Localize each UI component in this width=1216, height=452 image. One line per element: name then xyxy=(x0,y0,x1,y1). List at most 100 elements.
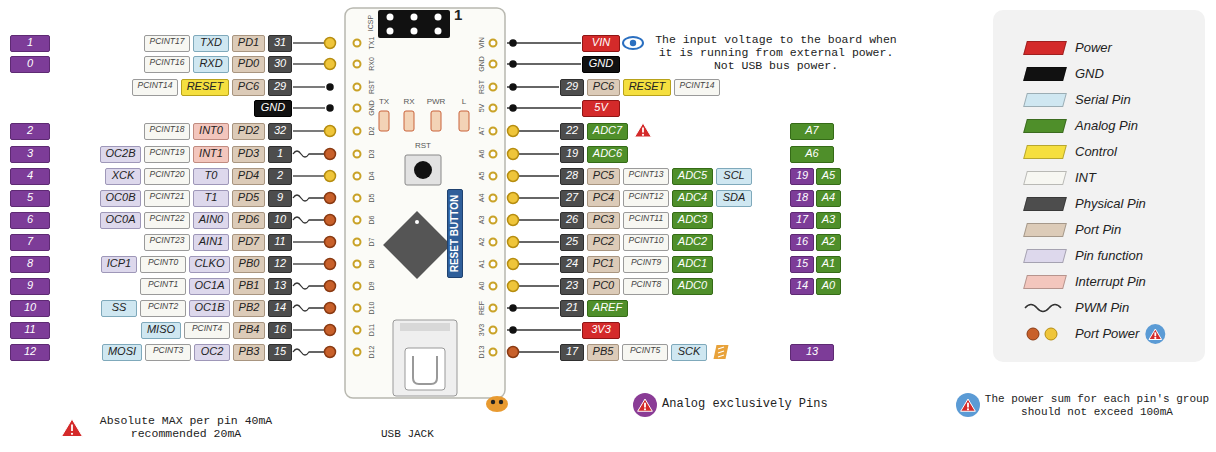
pin-text: 0 xyxy=(27,57,33,69)
note: Analog exclusively Pins xyxy=(662,398,828,411)
physical-pin: 2 xyxy=(268,168,292,185)
pin-text: PCINT14 xyxy=(680,80,715,90)
legend-text: Port Pin xyxy=(1075,222,1121,237)
physical-pin: 15 xyxy=(268,344,292,361)
pin-wire xyxy=(293,86,325,87)
port-pin: PD3 xyxy=(232,146,265,163)
pin-dot xyxy=(325,171,336,182)
pin-text: OC1A xyxy=(195,279,225,291)
analog-pin: A6 xyxy=(790,146,834,163)
board-hole xyxy=(354,349,361,356)
pin-dot xyxy=(325,215,336,226)
board-hole xyxy=(354,283,361,290)
silk-label: TX1 xyxy=(368,37,375,50)
board-hole xyxy=(354,239,361,246)
board-hole xyxy=(490,327,497,334)
pin-wire xyxy=(293,263,325,264)
physical-pin: 13 xyxy=(268,278,292,295)
pin-dot xyxy=(325,149,336,160)
pcint-tag: PCINT18 xyxy=(144,123,190,140)
pin-text: ADC3 xyxy=(678,213,707,225)
arduino-pin-number: 15 xyxy=(790,256,814,273)
port-pin: PB1 xyxy=(233,278,265,295)
analog-pin: ADC6 xyxy=(587,146,628,163)
legend-text: Port Power xyxy=(1075,326,1139,341)
pwm-wire xyxy=(293,195,324,201)
pin-text: RESET xyxy=(629,80,666,92)
serial-pin: SCL xyxy=(716,168,752,185)
legend-text: Analog Pin xyxy=(1075,118,1138,133)
board-hole xyxy=(490,128,497,135)
board-hole xyxy=(490,84,497,91)
pin-text: 29 xyxy=(566,80,578,92)
pin-text: SDA xyxy=(723,191,746,203)
pin-text: SCL xyxy=(723,169,744,181)
power-icon xyxy=(956,393,980,417)
analog-pin: A1 xyxy=(816,256,841,273)
silk-label: D11 xyxy=(368,324,375,336)
board-hole xyxy=(490,105,497,112)
pin-text: 1 xyxy=(27,36,33,48)
arduino-pin-number: 14 xyxy=(790,278,814,295)
board-hole xyxy=(490,349,497,356)
pin-dot xyxy=(325,281,336,292)
pin-text: PCINT13 xyxy=(629,169,664,179)
legend-text: PWM Pin xyxy=(1075,300,1129,315)
eye-icon xyxy=(623,37,643,49)
pin-wire xyxy=(293,42,325,43)
pin-text: PCINT12 xyxy=(629,191,664,201)
pin-text: PD0 xyxy=(238,57,259,69)
pin-text: 15 xyxy=(274,345,286,357)
analog-icon xyxy=(633,393,657,417)
pin-text: 21 xyxy=(566,301,578,313)
pin-text: SCK xyxy=(678,345,701,357)
analog-pin: ADC4 xyxy=(672,190,713,207)
silk-label: D2 xyxy=(368,127,375,136)
pin-dot xyxy=(508,193,519,204)
pin-text: PCINT14 xyxy=(138,80,173,90)
pin-text: PD5 xyxy=(238,191,259,203)
pin-text: PC6 xyxy=(238,80,259,92)
board-hole xyxy=(490,283,497,290)
pin-text: MISO xyxy=(147,323,175,335)
pin-one-mark: 1 xyxy=(454,6,462,23)
analog-pin: A7 xyxy=(790,123,834,140)
pin-text: A1 xyxy=(822,257,835,269)
physical-pin: 22 xyxy=(560,123,584,140)
pin-text: T0 xyxy=(205,169,218,181)
pin-text: 24 xyxy=(566,257,578,269)
board-hole xyxy=(490,305,497,312)
pin-text: 3V3 xyxy=(591,323,611,335)
board-label: L xyxy=(462,98,466,106)
silk-label: A7 xyxy=(478,127,485,136)
pcint-tag: PCINT8 xyxy=(623,278,669,295)
pin-text: PCINT19 xyxy=(150,147,185,157)
board-hole xyxy=(354,128,361,135)
pin-text: OC2B xyxy=(106,147,136,159)
warning-icon xyxy=(638,399,653,411)
analog-pin: A2 xyxy=(816,234,841,251)
pin-text: 30 xyxy=(274,57,286,69)
pin-text: ADC4 xyxy=(678,191,707,203)
arduino-pin-number: 16 xyxy=(790,234,814,251)
legend-text: Control xyxy=(1075,144,1117,159)
pin-dot xyxy=(510,327,516,333)
pin-text: PCINT17 xyxy=(150,36,185,46)
analog-pin: ADC5 xyxy=(672,168,713,185)
pin-dot xyxy=(325,325,336,336)
pin-function: OC1B xyxy=(189,300,230,317)
interrupt-pin: INT0 xyxy=(193,123,229,140)
arduino-pin-number: 18 xyxy=(790,190,814,207)
silk-label: A4 xyxy=(478,194,485,203)
pin-text: VIN xyxy=(592,36,610,48)
pin-text: OC1B xyxy=(195,301,225,313)
board-hole xyxy=(354,195,361,202)
analog-pin: ADC7 xyxy=(587,123,628,140)
pin-function: T1 xyxy=(193,190,229,207)
silk-label: GND xyxy=(478,56,485,72)
pin-text: PCINT4 xyxy=(192,323,222,333)
legend-swatch xyxy=(1023,249,1067,263)
physical-pin: 32 xyxy=(268,123,292,140)
pin-text: ICP1 xyxy=(107,257,131,269)
silk-label: D6 xyxy=(368,216,375,225)
